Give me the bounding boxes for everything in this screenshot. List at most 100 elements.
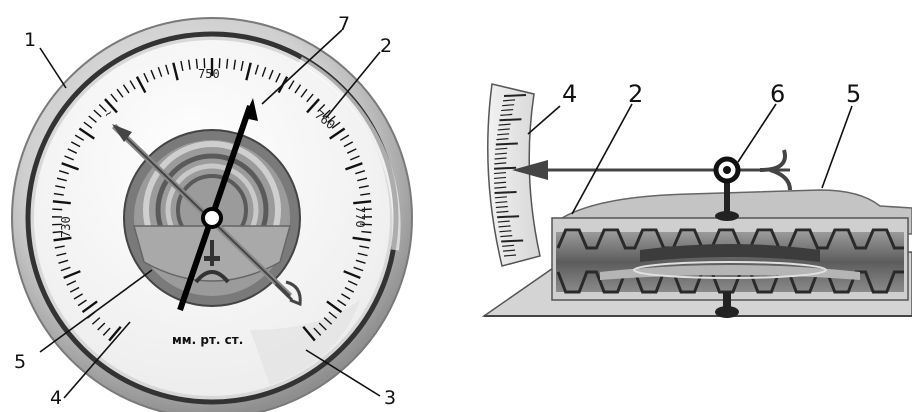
right-callout-6: 6: [770, 80, 785, 108]
scale-number-750: 750: [198, 67, 220, 81]
scale-tick: [347, 280, 358, 286]
scale-tick: [58, 259, 69, 264]
scale-tick: [294, 84, 302, 94]
scale-tick: [327, 115, 336, 123]
curved-scale-tick: [494, 181, 507, 184]
right-callout-5: 5: [846, 80, 861, 108]
right-leader-lines: [527, 103, 853, 215]
scale-tick: [129, 80, 136, 90]
scale-tick: [102, 327, 111, 336]
scale-tick: [54, 245, 65, 249]
scale-tick: [104, 98, 118, 114]
bottom-screw: [715, 292, 739, 318]
scale-tick: [302, 326, 316, 342]
scale-tick: [83, 121, 93, 129]
scale-number-730: 730: [59, 216, 73, 238]
curved-scale-tick: [498, 225, 511, 228]
scale-tick: [318, 322, 327, 331]
scale-tick: [245, 62, 252, 81]
curved-scale-tick: [502, 104, 515, 107]
curved-scale-tick: [494, 162, 507, 165]
scale-tick: [322, 109, 331, 118]
scale-tick: [355, 259, 366, 264]
scale-tick: [345, 162, 363, 171]
scale-tick: [98, 103, 107, 113]
left-callout-3: 3: [384, 387, 396, 409]
arm-fork: [759, 149, 792, 191]
scale-tick: [157, 67, 163, 77]
left-callout-1: 1: [24, 29, 36, 51]
left-callout-2: 2: [380, 35, 392, 57]
scale-tick: [353, 200, 372, 205]
scale-tick: [64, 155, 74, 161]
curved-scale-tick: [502, 99, 516, 102]
scale-tick: [288, 80, 295, 90]
scale-tick: [343, 141, 354, 148]
scale-tick: [343, 270, 361, 280]
curved-scale-tick: [498, 123, 511, 126]
curved-scale-tick: [497, 215, 520, 219]
scale-tick: [353, 266, 364, 272]
scale-tick: [66, 280, 77, 286]
scale-tick: [357, 252, 368, 257]
scale-tick: [91, 317, 101, 325]
scale-tick: [254, 64, 259, 75]
curved-scale-tick: [497, 133, 510, 136]
scale-number-770: 770: [353, 206, 367, 228]
scale-tick: [165, 64, 170, 75]
scale-tick: [323, 317, 333, 325]
curved-scale-tick: [501, 108, 514, 112]
scale-tick: [326, 300, 343, 314]
barometer-dial: 750 730 760 770 ~: [11, 17, 413, 412]
curved-scale-tick: [497, 128, 510, 131]
left-callout-4: 4: [50, 387, 62, 409]
scale-tick: [56, 177, 67, 182]
scale-tick: [56, 252, 67, 257]
curved-scale-tick: [501, 239, 524, 243]
curved-scale-tick: [493, 171, 507, 175]
scale-tick: [233, 59, 237, 70]
curved-scale-tick: [494, 152, 507, 155]
scale-tick: [81, 300, 98, 314]
upper-corrugation: [556, 228, 904, 250]
scale-tick: [108, 326, 122, 342]
right-callout-4: 4: [562, 80, 577, 108]
curved-scale-tick: [496, 210, 509, 213]
scale-tick: [346, 148, 357, 154]
scale-ticks: [51, 58, 373, 342]
scale-tick: [116, 88, 124, 98]
scale-tick: [344, 286, 355, 293]
lower-corrugation: [556, 270, 904, 294]
scale-tick: [339, 134, 350, 141]
scale-tick: [52, 208, 63, 211]
unit-label: мм. рт. ст.: [172, 333, 243, 347]
curved-scale-tick: [500, 235, 513, 238]
scale-tick: [97, 322, 106, 331]
scale-tick: [143, 72, 149, 83]
scale-tick: [172, 62, 179, 81]
scale-tick: [69, 286, 80, 293]
curved-scale-tick: [493, 176, 507, 180]
scale-tick: [74, 134, 85, 141]
scale-tick: [261, 67, 267, 77]
scale-tick: [55, 185, 66, 189]
curved-scale-tick: [495, 201, 508, 204]
curved-scale-tick: [495, 142, 518, 146]
scale-tick: [357, 177, 368, 182]
scale-tick: [67, 148, 78, 154]
scale-tick: [63, 270, 81, 280]
needle-fork: [274, 280, 302, 307]
left-callout-5: 5: [14, 351, 26, 373]
scale-tick: [195, 58, 199, 69]
scale-tick: [60, 266, 71, 272]
scale-tick: [331, 121, 341, 129]
right-callout-2: 2: [628, 80, 643, 108]
scale-tick: [313, 327, 322, 336]
scale-tick: [52, 200, 71, 205]
left-callout-7: 7: [338, 13, 350, 35]
aneroid-box: [551, 217, 909, 301]
scale-tick: [306, 93, 314, 103]
reference-needle: [111, 123, 302, 307]
scale-tick: [361, 230, 372, 234]
